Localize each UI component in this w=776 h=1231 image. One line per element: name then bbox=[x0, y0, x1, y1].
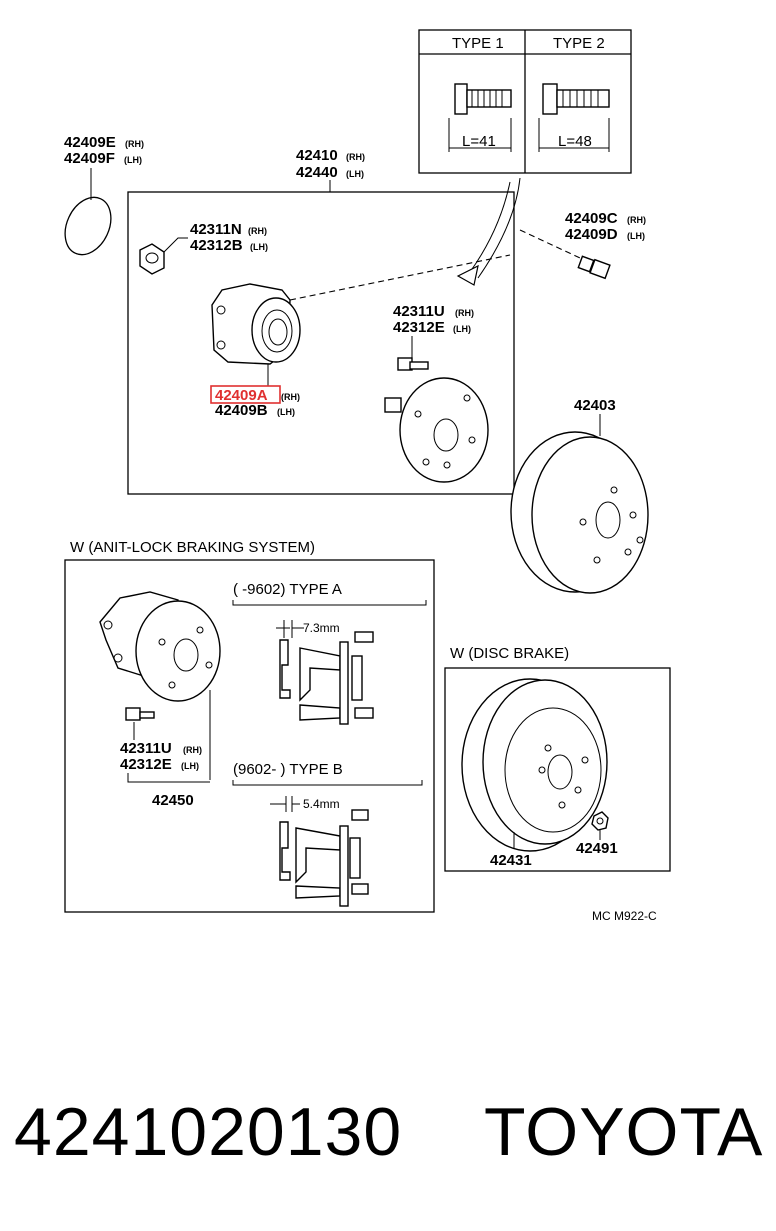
label-42409A[interactable]: 42409A bbox=[215, 387, 268, 404]
type1-label: TYPE 1 bbox=[452, 35, 504, 52]
label-42409C: 42409C bbox=[565, 210, 618, 227]
stud-type2-length: L=48 bbox=[558, 133, 592, 150]
footer-brand: TOYOTA bbox=[484, 1094, 764, 1170]
label-42403: 42403 bbox=[574, 397, 616, 414]
disc-section-title: W (DISC BRAKE) bbox=[450, 645, 569, 662]
label-42312E-suffix: (LH) bbox=[453, 324, 471, 334]
stud-type-box: TYPE 1 TYPE 2 L=41 bbox=[418, 29, 632, 174]
type-b-section-icon bbox=[270, 796, 369, 907]
label-42450: 42450 bbox=[152, 792, 194, 809]
hub-bearing-icon bbox=[211, 283, 301, 365]
abs-label-42312E-suffix: (LH) bbox=[181, 761, 199, 771]
highlight-box bbox=[210, 385, 281, 404]
hub-assembly-frame bbox=[127, 191, 515, 495]
label-42311U-suffix: (RH) bbox=[455, 308, 474, 318]
stud-type1-icon bbox=[448, 83, 512, 152]
label-42409B-suffix: (LH) bbox=[277, 407, 295, 417]
type-b-label: (9602- ) TYPE B bbox=[233, 761, 343, 778]
label-42409D-suffix: (LH) bbox=[627, 231, 645, 241]
abs-hub-icon bbox=[99, 591, 221, 702]
label-42491: 42491 bbox=[576, 840, 618, 857]
abs-label-42311U: 42311U bbox=[120, 740, 172, 757]
type2-label: TYPE 2 bbox=[553, 35, 605, 52]
hub-nut-icon bbox=[139, 243, 165, 275]
label-42409F: 42409F bbox=[64, 150, 115, 167]
label-42440-suffix: (LH) bbox=[346, 169, 364, 179]
label-42409E-suffix: (RH) bbox=[125, 139, 144, 149]
abs-label-42311U-suffix: (RH) bbox=[183, 745, 202, 755]
label-42409C-suffix: (RH) bbox=[627, 215, 646, 225]
label-42311U: 42311U bbox=[393, 303, 445, 320]
stud-type1-length: L=41 bbox=[462, 133, 496, 150]
brake-disc-icon bbox=[461, 678, 608, 852]
label-42440: 42440 bbox=[296, 164, 338, 181]
disc-screw-icon bbox=[591, 811, 609, 831]
abs-bolt-icon bbox=[125, 707, 155, 721]
label-42409F-suffix: (LH) bbox=[124, 155, 142, 165]
abs-section-title: W (ANIT-LOCK BRAKING SYSTEM) bbox=[70, 539, 315, 556]
abs-label-42312E: 42312E bbox=[120, 756, 172, 773]
label-42410: 42410 bbox=[296, 147, 338, 164]
label-42312E: 42312E bbox=[393, 319, 445, 336]
label-42431: 42431 bbox=[490, 852, 532, 869]
wheel-stud-bolt-icon bbox=[397, 357, 429, 371]
label-42409B: 42409B bbox=[215, 402, 268, 419]
hub-flange-icon bbox=[384, 377, 489, 483]
disc-section-frame bbox=[444, 667, 671, 872]
catalog-code: MC M922-C bbox=[592, 909, 657, 923]
label-42409A-suffix: (RH) bbox=[281, 392, 300, 402]
label-42311N-suffix: (RH) bbox=[248, 226, 267, 236]
brake-drum-icon bbox=[510, 431, 649, 594]
type-a-dimension: 7.3mm bbox=[303, 621, 340, 635]
type-b-dimension: 5.4mm bbox=[303, 797, 340, 811]
label-42312B-suffix: (LH) bbox=[250, 242, 268, 252]
type-a-label: ( -9602) TYPE A bbox=[233, 581, 342, 598]
label-42410-suffix: (RH) bbox=[346, 152, 365, 162]
label-42409D: 42409D bbox=[565, 226, 618, 243]
abs-section-frame bbox=[64, 559, 435, 913]
o-ring-icon bbox=[64, 196, 112, 256]
label-42312B: 42312B bbox=[190, 237, 243, 254]
label-42409E: 42409E bbox=[64, 134, 116, 151]
hub-bolt-icon bbox=[577, 255, 611, 280]
label-42311N: 42311N bbox=[190, 221, 242, 238]
footer-part-number: 4241020130 bbox=[14, 1094, 403, 1170]
stud-type2-icon bbox=[538, 83, 610, 152]
type-a-section-icon bbox=[276, 620, 374, 725]
